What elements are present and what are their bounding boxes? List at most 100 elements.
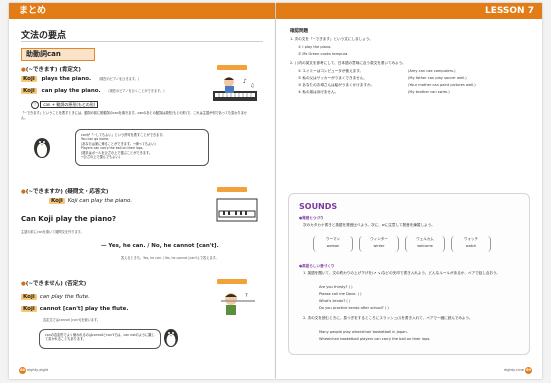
practice-sentence: What's kendo? ( )	[319, 299, 351, 303]
question-note: 主語の前にcanを置いて疑問文を作ります。	[21, 230, 84, 234]
exercise-q2-jp: ① エイミーはコンピュータが使えます。	[298, 69, 364, 73]
example-line-1: Koji plays the piano. (現在のピアノをひきます。)	[21, 76, 139, 82]
word-english: woman	[326, 244, 340, 248]
practice-sentence: Wheelchair basketball players can carry …	[319, 337, 431, 341]
tip-bubble: canが「~してもよい」という許可を表すことができます。 You can go …	[75, 129, 209, 166]
piano-illustration	[215, 197, 259, 225]
tip-line: (選手はボールをひざの上で運ぶことができます。	[81, 150, 153, 155]
rule-box: can + 動詞の原形(もとの形)	[40, 101, 99, 108]
word-card-row: ウーマン woman ウィンター winter ウェルカム welcome ウォッチ w…	[313, 236, 491, 252]
word-card: ウーマン woman	[313, 236, 353, 252]
section-question-title-text: (~できますか) (疑問文・応答文)	[25, 189, 109, 195]
word-card: ウォッチ watch	[451, 236, 491, 252]
speaker-label: Koji	[21, 306, 37, 312]
example-text: can play the piano.	[41, 88, 101, 94]
word-kana: ウェルカム	[416, 237, 434, 241]
example-text: plays the piano.	[41, 76, 92, 82]
exercise-q2-jp: ② 私の父はサッカーがうまくできません。	[298, 76, 367, 80]
sounds-note-3: 2. 次の文を読むときに、息つぎをするところにスラッシュ(/)を書き入れて、ペア…	[303, 316, 473, 320]
tip-line: Players can carry the ball on their laps…	[81, 146, 144, 151]
exercise-q2: 2. ( )内の英文を参考にして、日本語の意味に合う英文を書いてみよう。	[290, 61, 406, 65]
word-kana: ウォッチ	[464, 237, 478, 241]
negative-base-text: can play the flute.	[39, 294, 90, 300]
exercise-title: 確認問題	[290, 29, 308, 34]
tip-line: You can go home.	[81, 137, 110, 142]
section-negative-title: ●(~できません) (否定文)	[21, 281, 87, 287]
sounds-title: SOUNDS	[299, 202, 338, 211]
exercise-q2-jp: ④ 私の弟は泳げません。	[298, 90, 339, 94]
right-page: LESSON 7 確認問題 1. 次の文を「~できます」という文にしましょう。 …	[276, 3, 542, 379]
negative-tip-bubble: canの否定形でよく使われるのはcannotとcan'tでは、can notのよ…	[39, 329, 161, 349]
question-base-text: Koji can play the piano.	[67, 198, 133, 204]
word-english: watch	[465, 244, 477, 248]
practice-sentence: Please call me Dave. ( )	[319, 292, 362, 296]
example-translation: (現在のピアノをひくことができます。)	[108, 89, 165, 93]
sounds-heading-2: ●英語らしい音づくり	[299, 264, 335, 268]
svg-text:?: ?	[245, 293, 248, 299]
answer-line: — Yes, he can. / No, he cannot [can't].	[101, 243, 219, 249]
left-header-band	[9, 3, 275, 19]
page-word: eighty-eight	[27, 368, 49, 372]
section-affirmative-title: ●(~できます) (肯定文)	[21, 67, 81, 73]
answer-note: 答えるときも、Yes, he can. / No, he cannot [can…	[121, 256, 219, 260]
page-number: 88	[19, 367, 26, 374]
flute-illustration: ?	[215, 289, 259, 317]
left-header-label: まとめ	[19, 6, 47, 16]
exercise-q1-item: ② Ms Green cooks tempura.	[298, 52, 349, 56]
orange-badge	[217, 187, 247, 192]
example-line-2: Koji can play the piano. (現在のピアノをひくことができ…	[21, 88, 164, 94]
grammar-topic-box: 助動詞can	[21, 48, 95, 61]
word-english: welcome	[417, 244, 433, 248]
boy-piano-illustration: ♪♫	[207, 75, 259, 109]
exercise-q2-en: (Your mother can paint pictures well.)	[408, 83, 476, 87]
point-marker: !	[31, 101, 39, 109]
word-card: ウェルカム welcome	[405, 236, 445, 252]
speaker-label: Koji	[21, 88, 37, 94]
rule-line: ! can + 動詞の原形(もとの形)	[31, 101, 99, 109]
page-number: 89	[525, 367, 532, 374]
word-english: winter	[373, 244, 385, 248]
practice-sentence: Do you practice kendo after school? ( )	[319, 306, 389, 310]
example-translation: (現在のピアノをひきます。)	[98, 77, 140, 81]
section-negative-title-text: (~できません) (否定文)	[25, 281, 87, 287]
exercise-q2-en: (My brother can swim.)	[408, 90, 450, 94]
right-header-band	[276, 3, 542, 19]
right-footer: eighty-nine 89	[504, 367, 532, 374]
section-affirmative-title-text: (~できます) (肯定文)	[25, 67, 81, 73]
sounds-note-1: 次のカタカナ書きと英語を発音比べよう。次に、wに注意して発音を練習しよう。	[303, 223, 435, 227]
sounds-heading-1: ●発音とつづり	[299, 216, 324, 220]
svg-text:♫: ♫	[250, 83, 254, 89]
explanation-text: 「~できます」ということを表すときには、動詞の前に助動詞のcanを置きます。ca…	[21, 111, 247, 120]
page-word: eighty-nine	[504, 368, 524, 372]
speaker-label: Koji	[21, 76, 37, 82]
section-question-title: ●(~できますか) (疑問文・応答文)	[21, 189, 109, 195]
word-kana: ウーマン	[326, 237, 340, 241]
word-kana: ウィンター	[370, 237, 388, 241]
divider	[21, 41, 263, 42]
speaker-label: Koji	[21, 294, 37, 300]
sounds-note-2: 1. 英語を聞いて、文の終わりの上げ下げを(↗ ↘)などの矢印で書き入れよう。ど…	[303, 271, 501, 275]
exercise-q2-jp: ③ あなたのお母さんは絵がうまくかけますか。	[298, 83, 375, 87]
left-page: まとめ 文法の要点 助動詞can ●(~できます) (肯定文) Koji pla…	[9, 3, 275, 379]
svg-text:♪: ♪	[243, 78, 247, 85]
tip-line: →ひざの上で運んでもよい)	[81, 155, 120, 160]
sounds-box: SOUNDS ●発音とつづり 次のカタカナ書きと英語を発音比べよう。次に、wに注…	[288, 193, 530, 355]
orange-badge	[217, 65, 247, 70]
speaker-highlight: Koji	[49, 198, 65, 204]
exercise-q1-item: ① I play the piano.	[298, 45, 332, 49]
negative-text: cannot [can't] play the flute.	[39, 306, 129, 312]
orange-badge	[217, 279, 247, 284]
question-line: Can Koji play the piano?	[21, 215, 117, 223]
exercise-q2-en: (Amy can use computers.)	[408, 69, 456, 73]
negative-note: 否定文ではcannot [can't]を使います。	[43, 318, 101, 322]
practice-sentence: Are you thirsty? ( )	[319, 285, 353, 289]
penguin-illustration	[29, 133, 55, 159]
lesson-label: LESSON 7	[484, 6, 534, 16]
word-card: ウィンター winter	[359, 236, 399, 252]
practice-sentence: Many people play wheelchair basketball i…	[319, 330, 408, 334]
tip-line: canが「~してもよい」という許可を表すことができます。	[81, 133, 166, 137]
